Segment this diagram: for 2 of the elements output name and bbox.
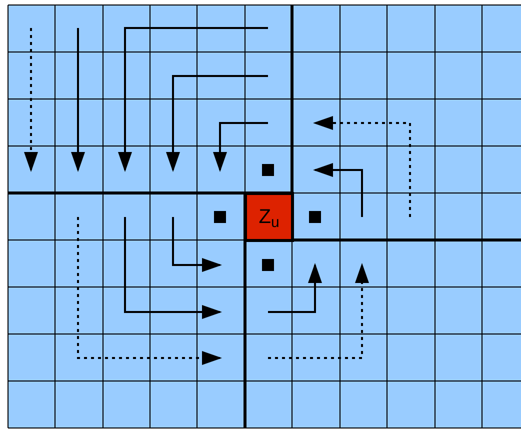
cell-label: Z$_{u}$ — [258, 207, 280, 227]
highlighted-cell — [244, 192, 294, 242]
